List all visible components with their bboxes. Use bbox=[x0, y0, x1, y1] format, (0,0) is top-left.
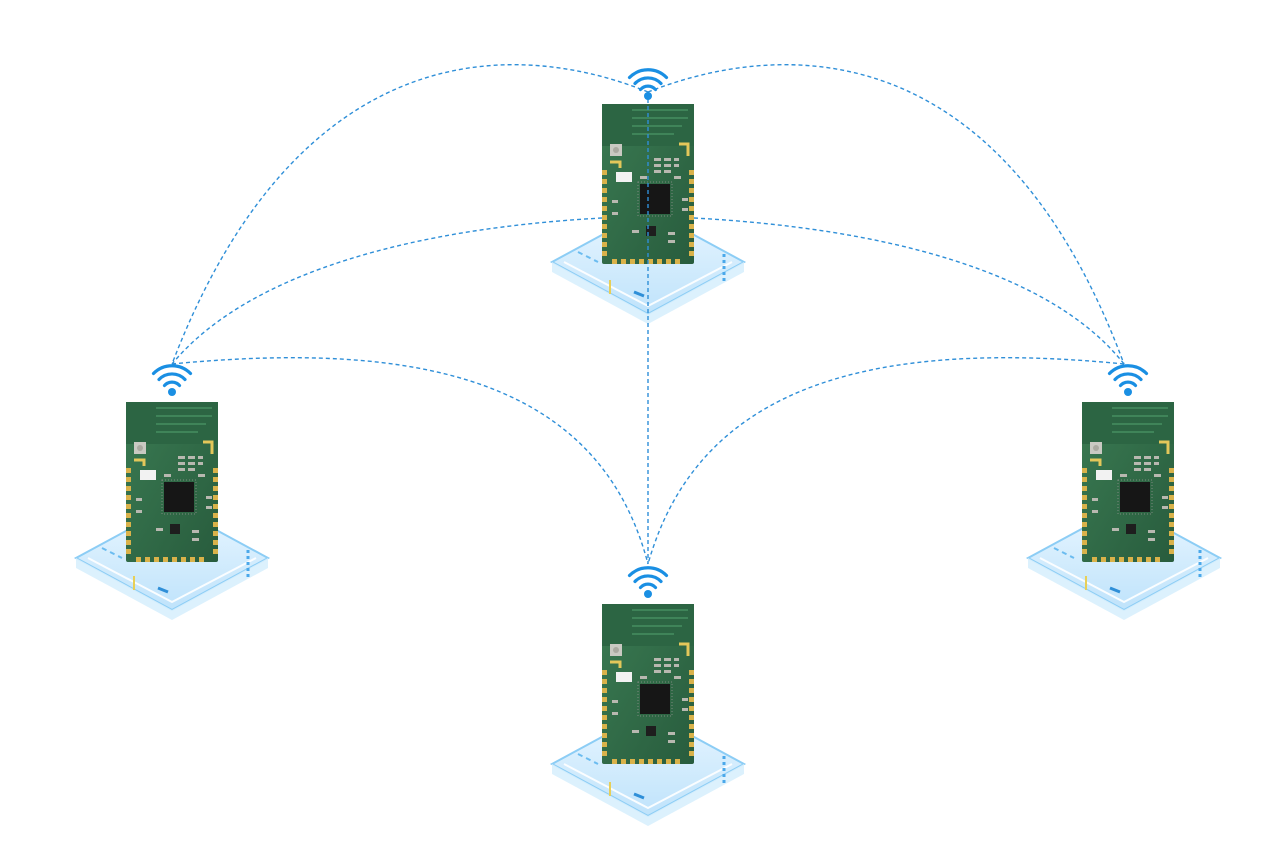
wifi-icon bbox=[151, 364, 193, 398]
link-top-right-outer bbox=[647, 63, 1125, 365]
wifi-icon bbox=[627, 68, 669, 102]
link-top-left-inner bbox=[171, 217, 603, 365]
wireless-module-left bbox=[124, 400, 220, 564]
wireless-module-right bbox=[1080, 400, 1176, 564]
wifi-icon bbox=[627, 566, 669, 600]
link-top-right-inner bbox=[693, 217, 1125, 365]
wireless-module-bottom bbox=[600, 602, 696, 766]
wifi-icon bbox=[1107, 364, 1149, 398]
connection-links bbox=[171, 63, 1125, 565]
link-left-bottom bbox=[171, 357, 649, 565]
link-right-bottom bbox=[647, 357, 1125, 565]
link-top-left-outer bbox=[171, 63, 649, 365]
